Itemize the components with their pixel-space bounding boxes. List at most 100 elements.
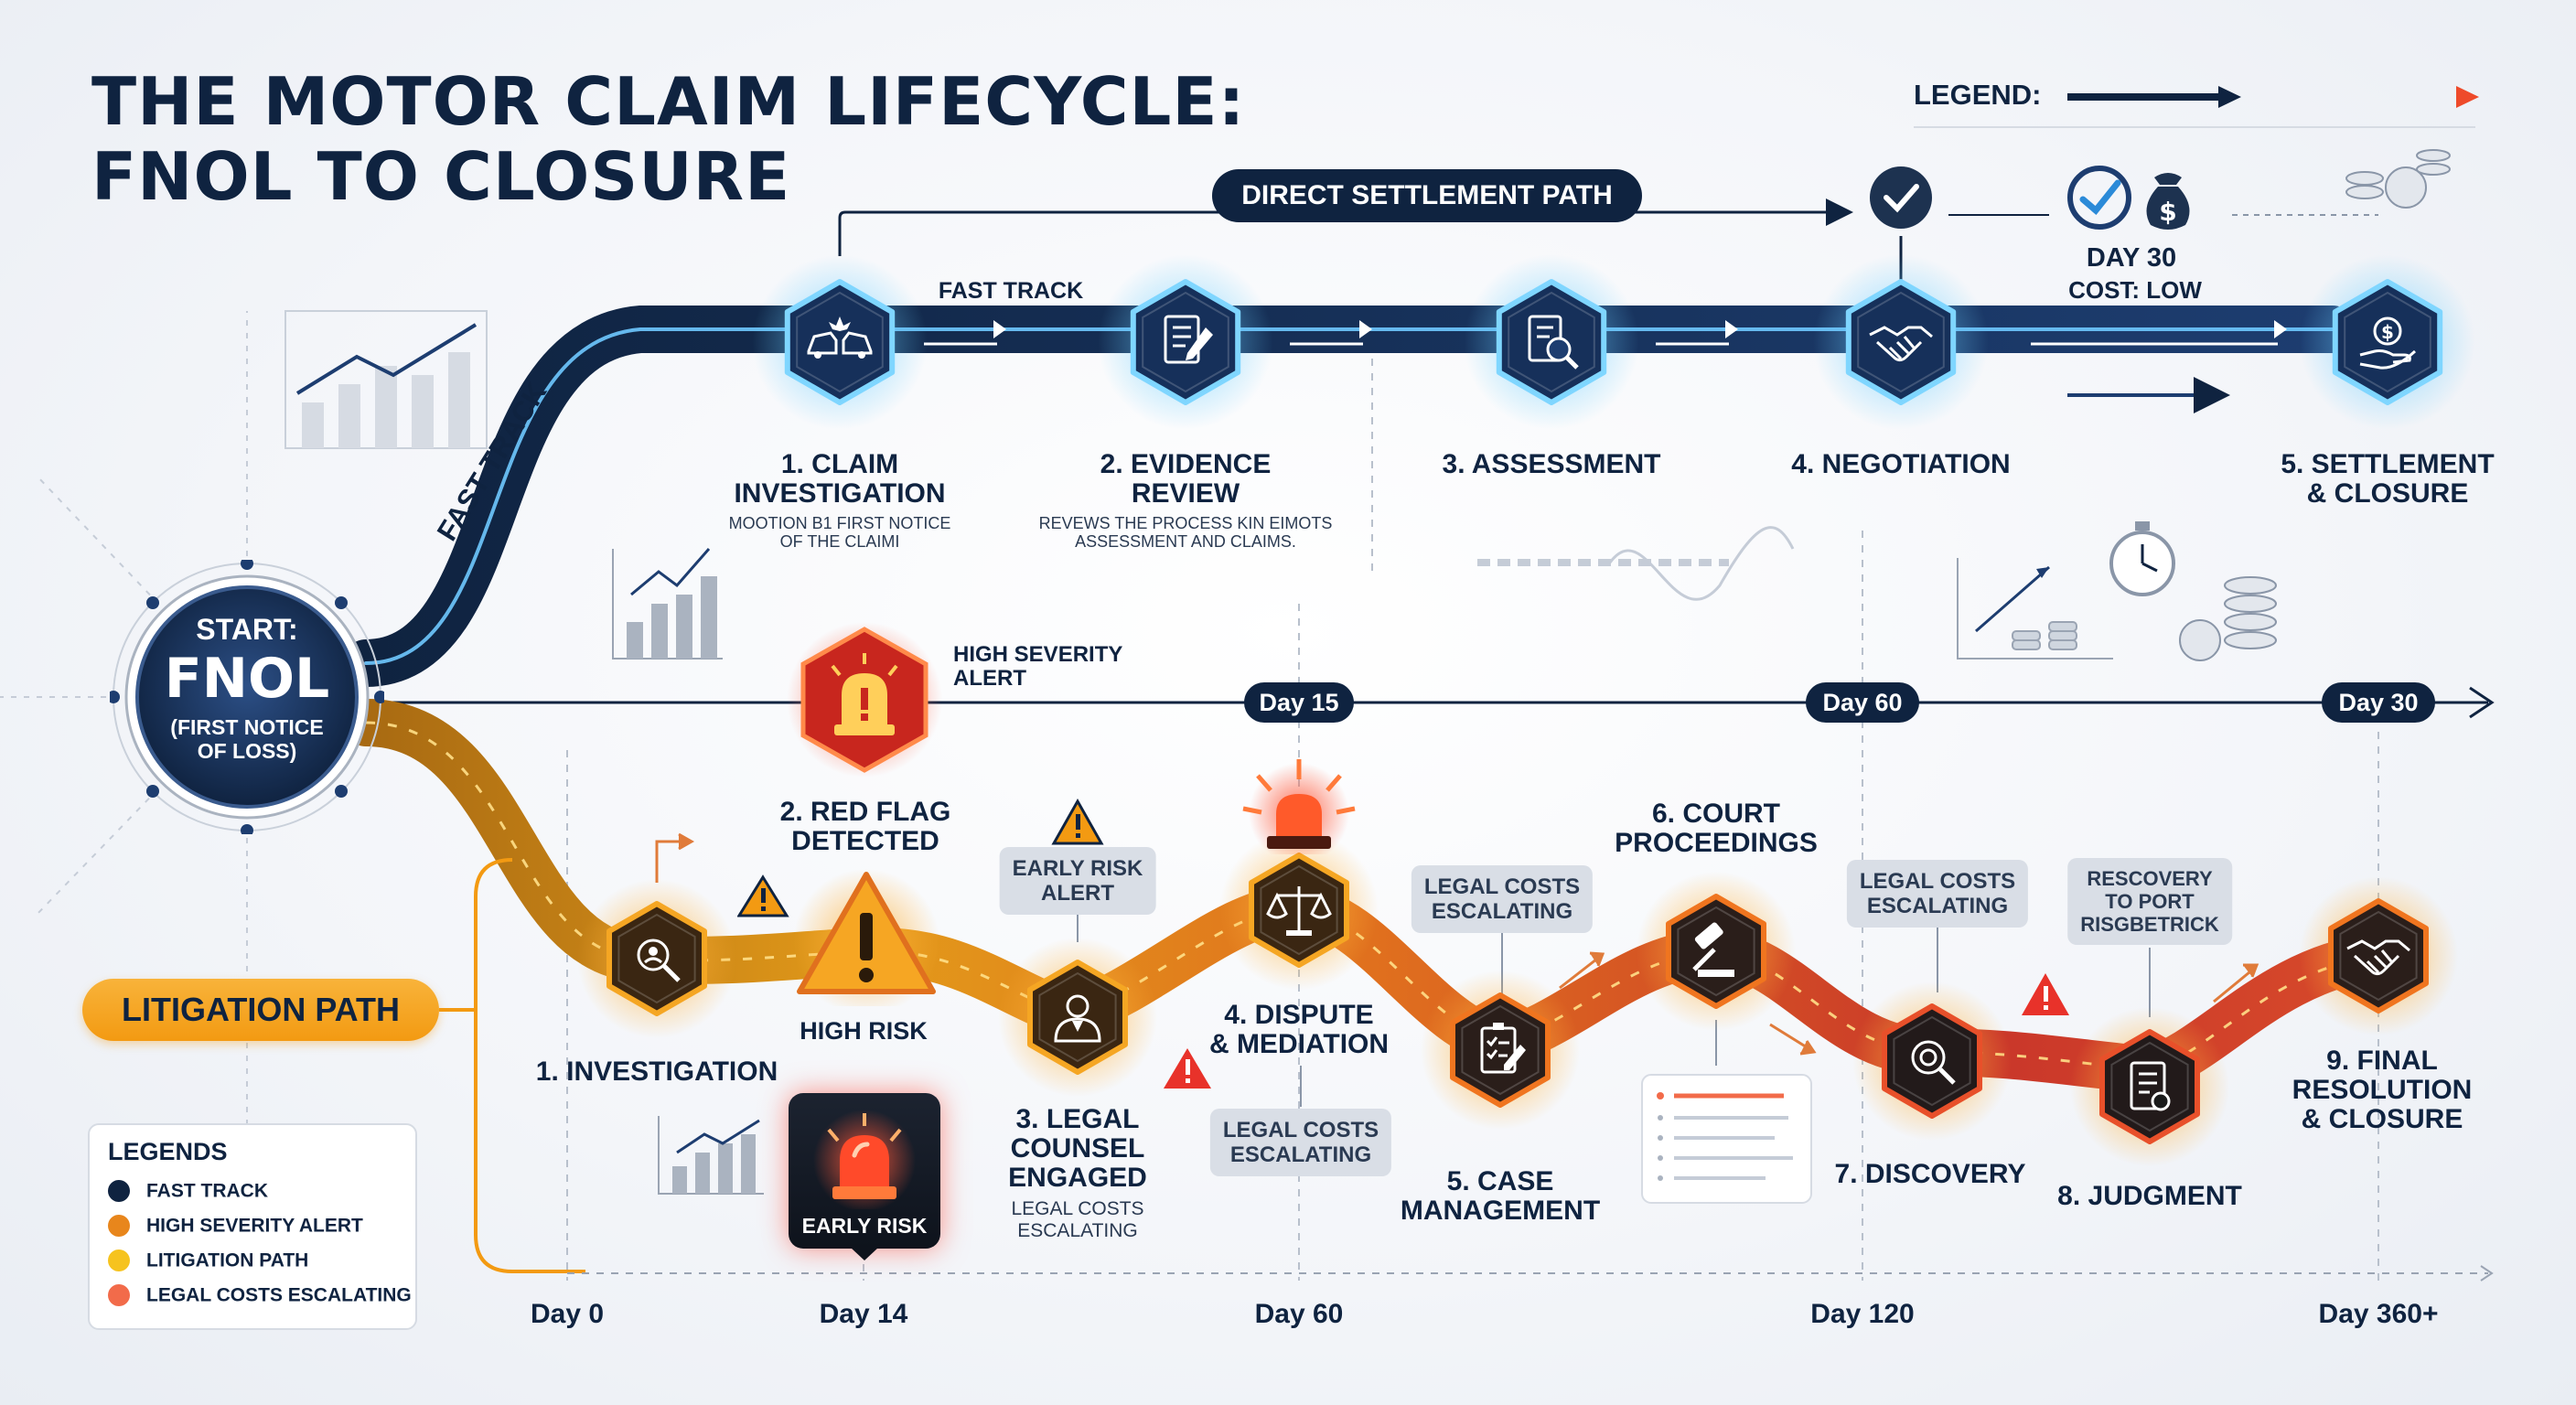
fast-step-2-title2: REVIEW xyxy=(1131,478,1240,509)
car-crash-icon xyxy=(807,316,873,359)
bottom-day-0: Day 0 xyxy=(530,1299,605,1329)
legend-dot-litigation xyxy=(108,1249,130,1272)
fast-step-1-label: 1. CLAIM INVESTIGATION xyxy=(734,450,945,509)
mid-day-15: Day 15 xyxy=(1244,682,1354,723)
legend-item-legal-costs: LEGAL COSTS ESCALATING xyxy=(108,1284,412,1312)
lit-step-4-label: 4. DISPUTE & MEDIATION xyxy=(1209,1001,1389,1059)
fast-step-5-node[interactable]: $ xyxy=(2297,252,2478,433)
lit-step-1-node[interactable] xyxy=(574,876,739,1041)
fast-step-2-node[interactable] xyxy=(1095,252,1276,433)
settlement-cost: COST: LOW xyxy=(2068,276,2202,304)
bottom-day-120: Day 120 xyxy=(1810,1299,1915,1329)
lit-step-5-node[interactable] xyxy=(1418,968,1583,1132)
magnify-document-icon xyxy=(1528,315,1579,370)
lit-step-9-title: 9. FINAL xyxy=(2326,1046,2438,1076)
callout-1-line2: ALERT xyxy=(1041,881,1114,906)
lit-step-7-node[interactable] xyxy=(1850,979,2014,1143)
direct-settlement-bracket xyxy=(838,198,1853,256)
mid-day-60: Day 60 xyxy=(1806,682,1919,723)
fast-track-segment-label: FAST TRACK xyxy=(938,278,1084,304)
lit-step-4-node[interactable] xyxy=(1217,828,1381,992)
lit-step-6-title2: PROCEEDINGS xyxy=(1615,828,1818,858)
lit-step-3-title3: ENGAGED xyxy=(1008,1163,1147,1193)
lit-step-3-node[interactable] xyxy=(995,935,1160,1099)
legend-dot-fast-track xyxy=(108,1180,130,1203)
lit-step-2-title2: DETECTED xyxy=(791,826,939,856)
stopwatch-icon xyxy=(2109,521,2175,596)
fast-step-1-title: 1. CLAIM xyxy=(780,449,899,479)
clipboard-icon xyxy=(1480,1023,1526,1074)
start-label: START: xyxy=(196,613,298,646)
fast-step-5-title2: & CLOSURE xyxy=(2306,478,2469,509)
bar-chart-decoration-4 xyxy=(1957,558,2113,660)
fast-step-3-label: 3. ASSESSMENT xyxy=(1442,449,1661,479)
settlement-day: DAY 30 xyxy=(2086,243,2177,273)
high-severity-alert-label: HIGH SEVERITY ALERT xyxy=(953,643,1122,691)
lit-step-9-label: 9. FINAL RESOLUTION & CLOSURE xyxy=(2292,1046,2473,1134)
legend-text-high-severity: HIGH SEVERITY ALERT xyxy=(146,1215,363,1237)
orange-trend-arrows xyxy=(655,832,2259,1056)
lit-step-4-title2: & MEDIATION xyxy=(1208,1029,1390,1059)
lit-step-2-title: 2. RED FLAG xyxy=(779,797,951,827)
fast-step-2-desc1: REVEWS THE PROCESS KIN EIMOTS xyxy=(1038,514,1333,532)
alert-line1: HIGH SEVERITY xyxy=(953,642,1123,667)
fast-step-3-node[interactable] xyxy=(1461,252,1642,433)
bar-chart-decoration-1 xyxy=(284,310,488,449)
lit-step-2-label: 2. RED FLAG DETECTED xyxy=(780,798,951,856)
lit-step-6-node[interactable] xyxy=(1634,869,1798,1034)
lit-step-6-label: 6. COURT PROCEEDINGS xyxy=(1615,799,1818,858)
lawyer-icon xyxy=(1054,994,1101,1043)
handshake-icon xyxy=(1869,326,1933,362)
fast-step-5-label: 5. SETTLEMENT & CLOSURE xyxy=(2281,450,2494,509)
fast-track-pipe-highlight xyxy=(364,327,2334,665)
fnol-subtitle-line1: (FIRST NOTICE xyxy=(170,715,324,739)
lit-step-7-label: 7. DISCOVERY xyxy=(1834,1159,2026,1189)
final-handshake-icon xyxy=(2346,939,2410,976)
lit-step-9-node[interactable] xyxy=(2296,874,2461,1038)
lit-step-8-label: 8. JUDGMENT xyxy=(2057,1181,2242,1211)
scales-icon xyxy=(1266,886,1332,936)
callout-3-line1: LEGAL COSTS xyxy=(1222,1118,1379,1142)
legend-item-fast-track: FAST TRACK xyxy=(108,1180,268,1207)
legend-dot-legal-costs xyxy=(108,1284,130,1307)
legend-text-fast-track: FAST TRACK xyxy=(146,1180,268,1202)
fnol-subtitle-line2: OF LOSS) xyxy=(197,739,297,763)
bottom-day-360: Day 360+ xyxy=(2318,1299,2439,1329)
gavel-icon xyxy=(1692,922,1734,977)
legend-item-litigation: LITIGATION PATH xyxy=(108,1249,308,1277)
litigation-path-pill: LITIGATION PATH xyxy=(82,979,439,1041)
wave-decoration xyxy=(1477,526,1795,601)
legends-box: LEGENDS FAST TRACK HIGH SEVERITY ALERT L… xyxy=(88,1123,417,1330)
fast-step-4-label: 4. NEGOTIATION xyxy=(1791,449,2011,479)
fast-step-2-desc: REVEWS THE PROCESS KIN EIMOTS ASSESSMENT… xyxy=(1039,514,1333,551)
money-hand-icon: $ xyxy=(2359,316,2417,370)
start-fnol-node[interactable]: START: FNOL (FIRST NOTICE OF LOSS) xyxy=(110,560,384,834)
callout-5-line3: RISGBETRICK xyxy=(2080,913,2219,936)
mid-timeline-arrow xyxy=(2469,686,2495,719)
legend-text-litigation: LITIGATION PATH xyxy=(146,1249,309,1271)
legend-item-high-severity: HIGH SEVERITY ALERT xyxy=(108,1215,363,1242)
bottom-day-60: Day 60 xyxy=(1254,1299,1344,1329)
lit-step-4-title: 4. DISPUTE xyxy=(1224,1000,1374,1030)
legend-text-legal-costs: LEGAL COSTS ESCALATING xyxy=(146,1284,412,1306)
fast-step-1-desc1: MOOTION B1 FIRST NOTICE xyxy=(728,514,951,532)
fast-step-4-node[interactable] xyxy=(1810,252,1991,433)
fnol-rings xyxy=(110,560,384,834)
early-risk-pointer xyxy=(851,1248,878,1260)
lit-step-9-title3: & CLOSURE xyxy=(2301,1104,2463,1134)
page-title-line2: FNOL TO CLOSURE xyxy=(91,138,791,215)
alert-line2: ALERT xyxy=(953,666,1026,691)
lit-step-6-title: 6. COURT xyxy=(1651,799,1780,829)
litigation-bracket xyxy=(474,858,585,1273)
fast-step-2-label: 2. EVIDENCE REVIEW xyxy=(1100,450,1272,509)
warning-triangle-icon-1 xyxy=(737,874,789,917)
callout-2-line2: ESCALATING xyxy=(1431,899,1573,924)
callout-recovery: RESCOVERY TO PORT RISGBETRICK xyxy=(2067,858,2232,945)
early-risk-box[interactable]: EARLY RISK xyxy=(789,1093,940,1249)
high-severity-alert-node[interactable] xyxy=(787,622,942,778)
lit-step-8-node[interactable] xyxy=(2067,1004,2232,1169)
fast-step-1-node[interactable] xyxy=(749,252,930,433)
fast-step-2-title: 2. EVIDENCE xyxy=(1100,449,1272,479)
callout-5-line1: RESCOVERY xyxy=(2087,867,2213,890)
page-title-line1: THE MOTOR CLAIM LIFECYCLE: xyxy=(91,63,1246,140)
